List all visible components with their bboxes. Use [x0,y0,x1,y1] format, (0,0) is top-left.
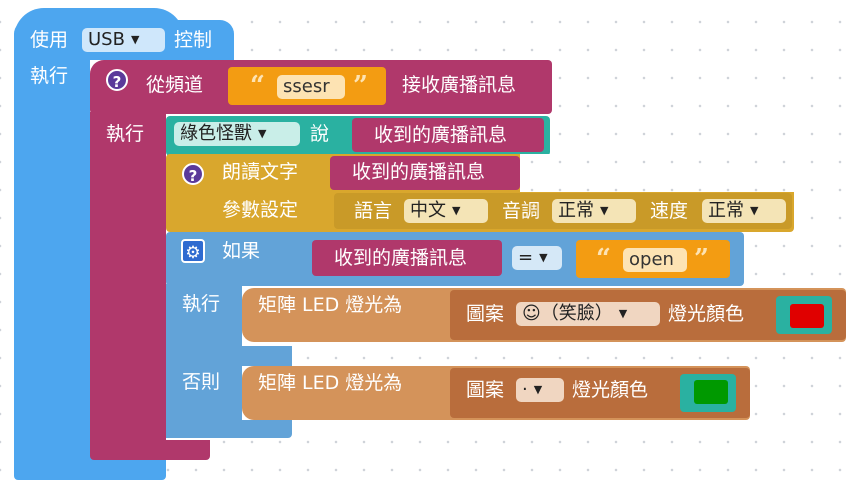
led-else-color-label: 燈光顏色 [572,379,649,401]
usb-device-value: USB [88,29,125,50]
help-icon[interactable]: ? [106,69,128,91]
say-message-var: 收到的廣播訊息 [374,124,508,146]
chevron-down-icon: ▼ [618,307,628,320]
close-quote-icon: ” [694,244,709,274]
language-dropdown[interactable]: 中文 ▼ [404,199,488,223]
chevron-down-icon: ▼ [258,127,267,140]
help-icon[interactable]: ? [182,163,204,185]
led-else-color-swatch[interactable] [694,380,728,404]
if-message-var: 收到的廣播訊息 [334,247,468,269]
usb-device-dropdown[interactable]: USB ▼ [82,28,165,52]
speak-message-var: 收到的廣播訊息 [352,161,486,183]
chevron-down-icon: ▼ [533,383,543,396]
receive-broadcast-label: 接收廣播訊息 [402,74,517,96]
then-label: 執行 [182,293,221,315]
read-text-label: 朗讀文字 [222,161,299,183]
led-then-pattern-label: 圖案 [466,303,505,325]
speed-value: 正常 [708,200,744,221]
usb-execute-label: 執行 [30,65,69,87]
speak-block-mask [520,154,794,192]
receive-broadcast-block-arm [90,112,166,442]
if-block-else-bar [166,346,292,366]
receive-broadcast-block-foot [90,440,210,460]
led-else-pattern-label: 圖案 [466,379,505,401]
compare-value[interactable]: open [623,248,687,272]
led-then-color-swatch[interactable] [790,304,824,328]
chevron-down-icon: ▼ [130,33,140,46]
usb-control-block-arm [14,58,90,454]
character-dropdown[interactable]: 綠色怪獸 ▼ [174,122,300,146]
led-then-pattern-dropdown[interactable]: ☺（笑臉） ▼ [516,302,660,326]
chevron-down-icon: ▼ [600,204,609,217]
operator-value: = [518,247,534,268]
led-else-label: 矩陣 LED 燈光為 [258,372,403,394]
open-quote-icon: “ [250,71,265,101]
if-message-var-block[interactable] [312,240,502,276]
from-channel-label: 從頻道 [146,74,204,96]
open-quote-icon: “ [596,244,611,274]
speed-dropdown[interactable]: 正常 ▼ [702,199,786,223]
led-then-label: 矩陣 LED 燈光為 [258,294,403,316]
led-else-pattern-dropdown[interactable]: ·▼ [516,378,564,402]
led-else-pattern-value: · [522,379,528,400]
character-value: 綠色怪獸 [180,123,252,144]
led-then-color-label: 燈光顏色 [668,303,745,325]
speak-message-var-block[interactable] [330,156,520,190]
usb-use-label: 使用 [30,29,69,51]
usb-control-label: 控制 [174,29,213,51]
chevron-down-icon: ▼ [539,251,548,264]
close-quote-icon: ” [353,71,368,101]
chevron-down-icon: ▼ [452,204,461,217]
channel-value[interactable]: ssesr [277,75,345,99]
speed-label: 速度 [650,200,689,222]
pitch-value: 正常 [558,200,594,221]
else-label: 否則 [182,371,221,393]
operator-dropdown[interactable]: =▼ [512,246,562,270]
chevron-down-icon: ▼ [750,204,759,217]
pitch-dropdown[interactable]: 正常 ▼ [552,199,636,223]
if-block-foot [166,420,292,438]
language-value: 中文 [410,200,446,221]
language-label: 語言 [354,200,393,222]
if-label: 如果 [222,240,261,262]
gear-icon[interactable]: ⚙ [181,239,205,263]
receive-execute-label: 執行 [106,123,145,145]
say-label: 說 [310,123,330,145]
led-then-pattern-value: ☺（笑臉） [522,303,613,324]
pitch-label: 音調 [502,200,541,222]
params-label: 參數設定 [222,199,299,221]
say-message-var-block[interactable] [352,118,544,152]
